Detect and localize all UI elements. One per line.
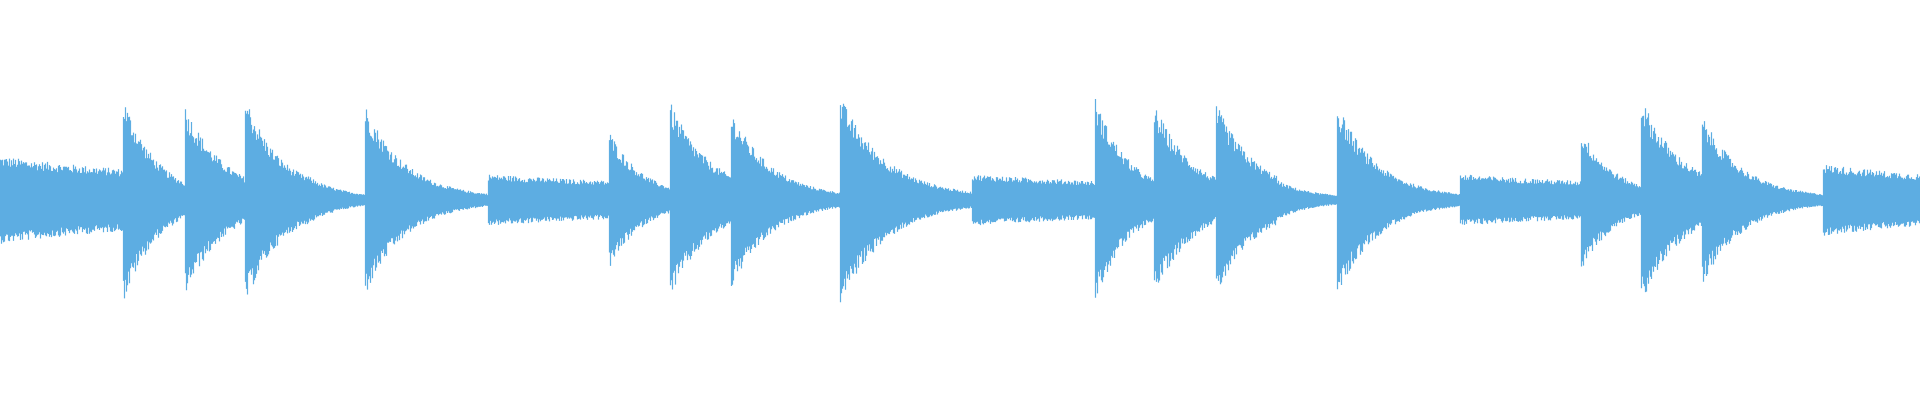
waveform-columns [0, 99, 1920, 303]
waveform-path [0, 99, 1920, 303]
